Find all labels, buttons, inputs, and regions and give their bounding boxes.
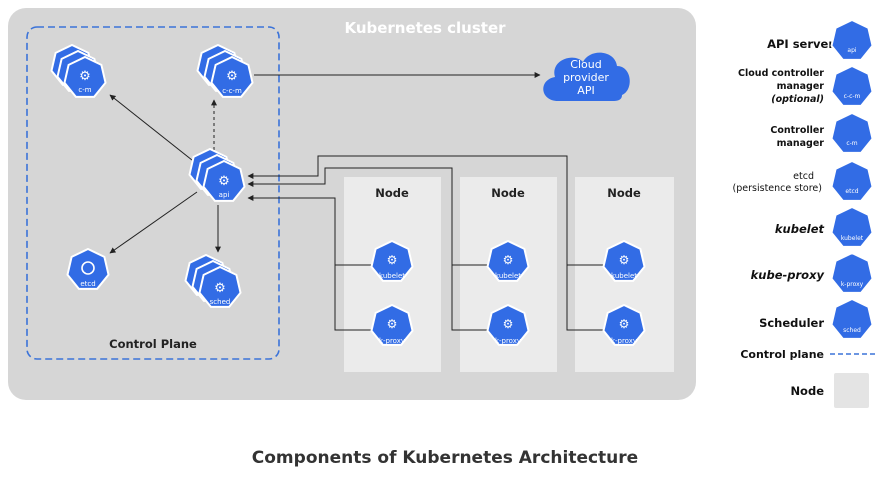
legend-api-label: API server [767,37,834,51]
kubelet-glyph: ⚙ [503,253,514,267]
proxy-glyph: ⚙ [503,317,514,331]
legend-api-short: api [847,47,856,54]
node-api-connectors [247,155,624,331]
api-gear-glyph: ⚙ [218,174,230,189]
legend-kubelet-short: kubelet [841,235,864,242]
legend-etcd-short: etcd [845,188,858,195]
node1-proxy-label: k-proxy [379,337,405,345]
node-title-3: Node [607,186,641,200]
cloud-label-line3: API [577,84,594,97]
cm-label: c-m [78,86,91,94]
node3-kubelet-label: kubelet [611,272,637,280]
control-plane-label: Control Plane [109,337,197,351]
node1-kube-proxy-icon: ⚙ k-proxy [370,304,414,346]
cluster-title: Kubernetes cluster [344,19,506,37]
cloud-label-line1: Cloud [570,58,601,71]
figure-caption: Components of Kubernetes Architecture [251,448,639,468]
node2-kubelet-label: kubelet [495,272,521,280]
kubelet-glyph: ⚙ [619,253,630,267]
legend-ccm-line2: manager [777,81,825,92]
legend-control-plane-label: Control plane [740,348,824,361]
node-title-2: Node [491,186,525,200]
ccm-label: c-c-m [222,87,242,95]
kubelet-glyph: ⚙ [387,253,398,267]
legend-node-label: Node [790,384,824,398]
node3-kube-proxy-icon: ⚙ k-proxy [602,304,646,346]
control-plane-box [26,26,280,360]
legend-cm-line2: manager [777,138,825,149]
legend-sched-label: Scheduler [759,316,824,330]
legend-ccm-short: c-c-m [844,93,861,100]
legend-ccm-line3: (optional) [771,94,824,105]
cloud-label-line2: provider [563,71,609,84]
ccm-gear-glyph: ⚙ [226,69,238,84]
node1-kubelet-label: kubelet [379,272,405,280]
legend-etcd-line2: (persistence store) [733,183,822,194]
sched-label: sched [210,298,231,306]
legend-proxy-short: k-proxy [841,281,864,288]
cloud-controller-manager-icon: c-c-m ⚙ [196,44,254,98]
legend-kubelet-label: kubelet [775,222,825,236]
node2-kubelet-icon: ⚙ kubelet [486,240,530,282]
controller-manager-icon: c-m ⚙ [50,44,107,98]
api-label: api [219,191,230,199]
api-server-icon: api ⚙ [188,148,246,202]
legend-proxy-label: kube-proxy [751,268,825,282]
legend-cm-short: c-m [846,140,857,147]
etcd-icon: etcd [66,248,110,290]
proxy-glyph: ⚙ [619,317,630,331]
node-title-1: Node [375,186,409,200]
node2-proxy-label: k-proxy [495,337,521,345]
proxy-glyph: ⚙ [387,317,398,331]
etcd-label: etcd [80,280,95,288]
legend-ccm-line1: Cloud controller [738,68,824,79]
cloud-provider-api: Cloud provider API [543,52,630,101]
legend: API server api Cloud controller manager … [733,19,878,408]
control-plane-arrows [109,72,541,254]
legend-etcd-line1: etcd [793,171,814,182]
node1-kubelet-icon: ⚙ kubelet [370,240,414,282]
legend-sched-short: sched [843,327,861,334]
node3-proxy-label: k-proxy [611,337,637,345]
legend-cm-line1: Controller [770,125,824,136]
scheduler-icon: sched ⚙ [184,254,242,308]
sched-gear-glyph: ⚙ [214,281,226,296]
cm-gear-glyph: ⚙ [79,69,91,84]
legend-node-swatch [834,373,869,408]
node3-kubelet-icon: ⚙ kubelet [602,240,646,282]
node2-kube-proxy-icon: ⚙ k-proxy [486,304,530,346]
